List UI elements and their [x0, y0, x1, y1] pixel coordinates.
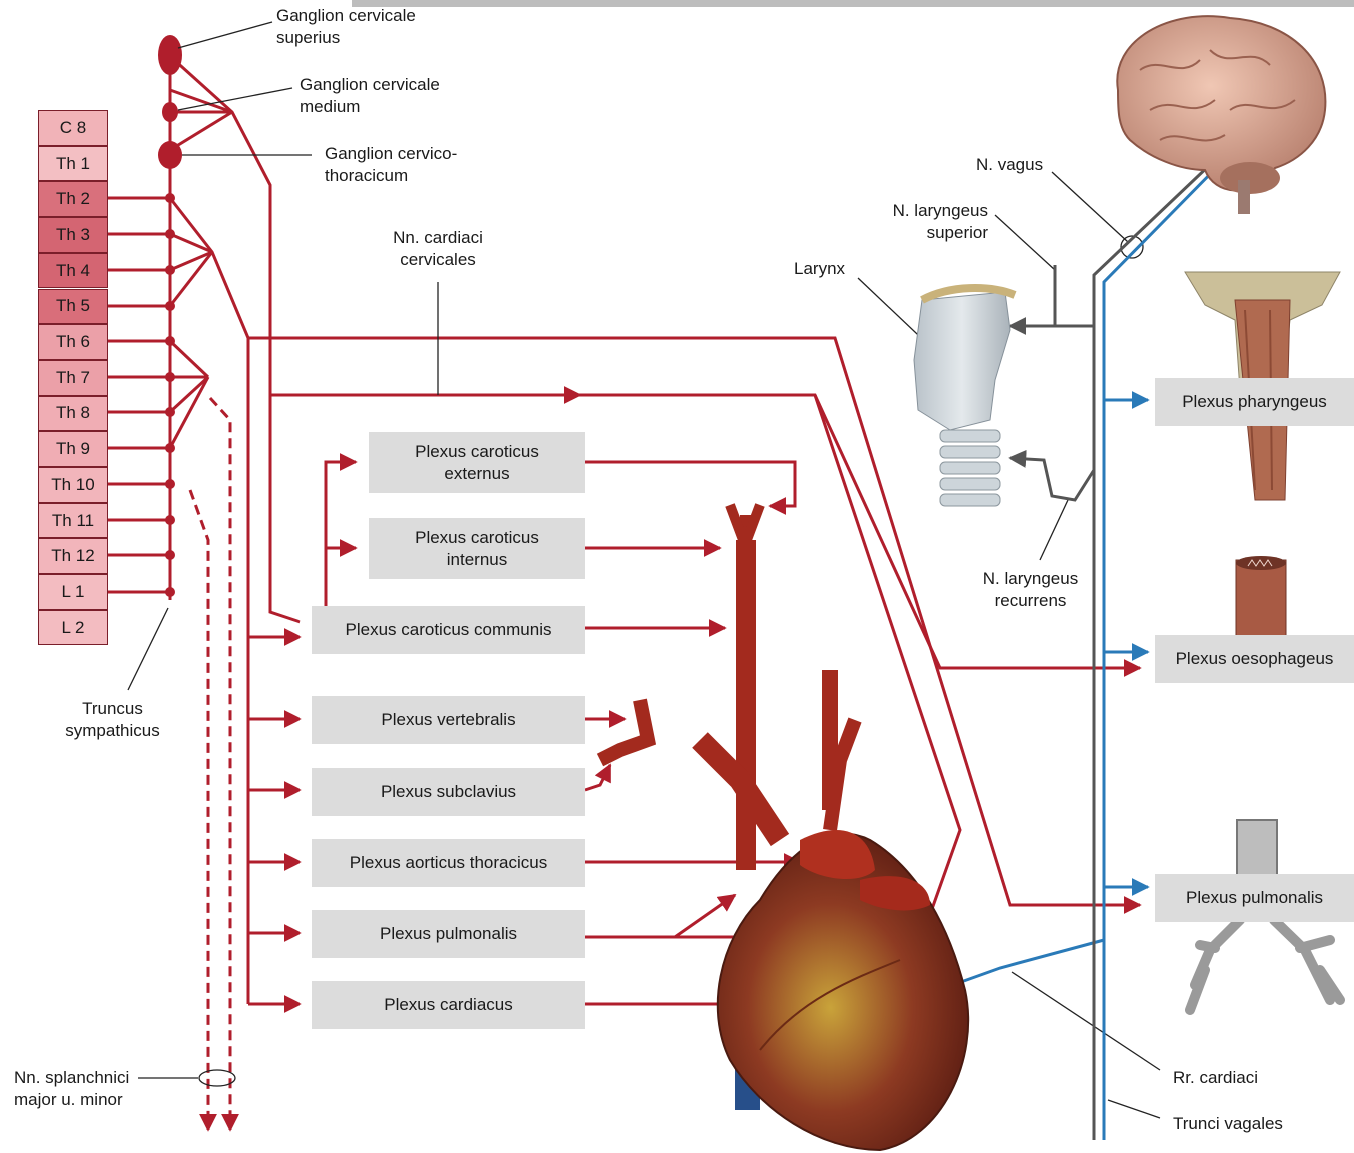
rr-cardiaci-label: Rr. cardiaci	[1173, 1067, 1258, 1089]
plexus-pharyngeus-box: Plexus pharyngeus	[1155, 378, 1354, 426]
segment-th4: Th 4	[38, 253, 108, 289]
truncus-sympathicus-label: Truncus sympathicus	[50, 698, 175, 742]
plexus-caroticus-externus-box: Plexus caroticus externus	[369, 432, 585, 493]
segment-c8: C 8	[38, 110, 108, 146]
nn-cardiaci-cervicales-label: Nn. cardiaci cervicales	[378, 227, 498, 271]
plexus-cardiacus-box: Plexus cardiacus	[312, 981, 585, 1029]
segment-th9: Th 9	[38, 431, 108, 467]
segment-th11: Th 11	[38, 503, 108, 539]
plexus-caroticus-internus-box: Plexus caroticus internus	[369, 518, 585, 579]
segment-th5: Th 5	[38, 289, 108, 325]
segment-th12: Th 12	[38, 538, 108, 574]
plexus-subclavius-box: Plexus subclavius	[312, 768, 585, 816]
larynx-label: Larynx	[794, 258, 845, 280]
segment-th6: Th 6	[38, 324, 108, 360]
plexus-aorticus-thoracicus-box: Plexus aorticus thoracicus	[312, 839, 585, 887]
n-laryngeus-recurrens-label: N. laryngeus recurrens	[968, 568, 1093, 612]
ganglion-cervicale-superius-label: Ganglion cervicale superius	[276, 5, 416, 49]
ganglion-cervicothoracicum-label: Ganglion cervico- thoracicum	[325, 143, 457, 187]
trunci-vagales-label: Trunci vagales	[1173, 1113, 1283, 1135]
segment-th1: Th 1	[38, 146, 108, 182]
plexus-oesophageus-box: Plexus oesophageus	[1155, 635, 1354, 683]
brain-illustration	[1117, 16, 1325, 214]
segment-l1: L 1	[38, 574, 108, 610]
plexus-vertebralis-box: Plexus vertebralis	[312, 696, 585, 744]
segment-th2: Th 2	[38, 181, 108, 217]
ganglion-cervicale-medium-label: Ganglion cervicale medium	[300, 74, 440, 118]
plexus-pulmonalis-left-box: Plexus pulmonalis	[312, 910, 585, 958]
segment-l2: L 2	[38, 610, 108, 646]
segment-th3: Th 3	[38, 217, 108, 253]
segment-th10: Th 10	[38, 467, 108, 503]
nn-splanchnici-label: Nn. splanchnici major u. minor	[14, 1067, 129, 1111]
n-vagus-label: N. vagus	[976, 154, 1043, 176]
segment-th7: Th 7	[38, 360, 108, 396]
plexus-pulmonalis-right-box: Plexus pulmonalis	[1155, 874, 1354, 922]
larynx-illustration	[914, 288, 1015, 506]
segment-th8: Th 8	[38, 396, 108, 432]
n-laryngeus-superior-label: N. laryngeus superior	[870, 200, 988, 244]
heart-illustration	[600, 505, 968, 1150]
plexus-caroticus-communis-box: Plexus caroticus communis	[312, 606, 585, 654]
esophagus-illustration	[1236, 556, 1286, 640]
